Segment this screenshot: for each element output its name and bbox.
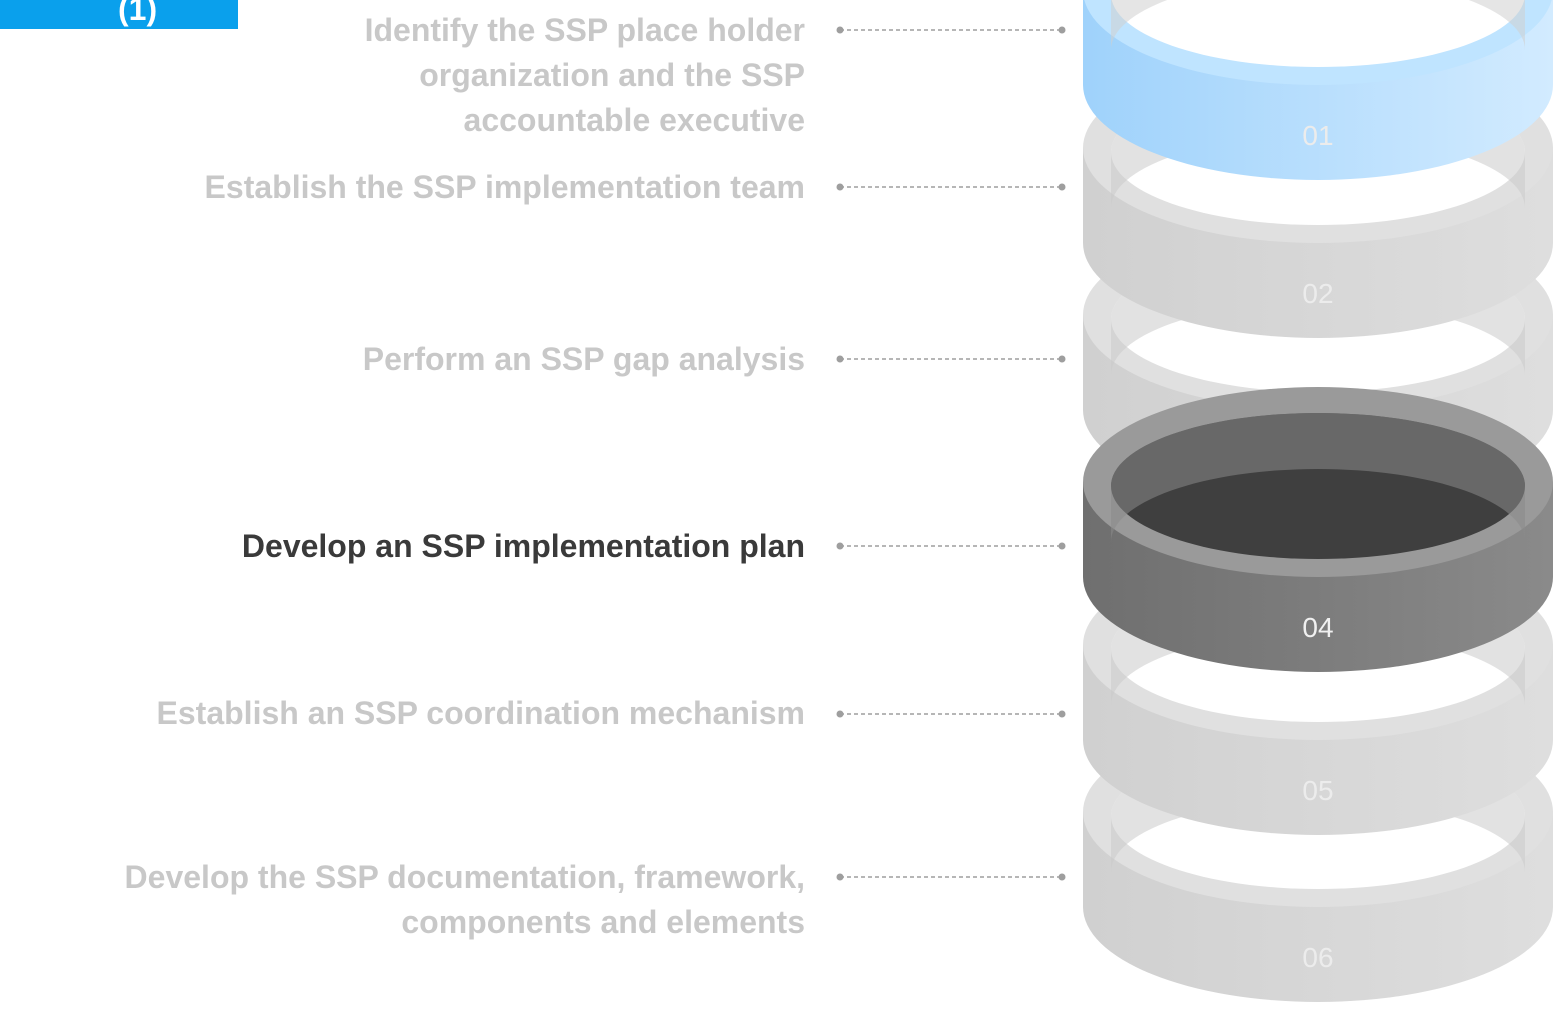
step-label-04: Develop an SSP implementation plan [241,528,805,564]
section-tag: (1) [0,0,238,29]
ring-number: 01 [1302,120,1333,151]
step-label-03: Perform an SSP gap analysis [362,341,805,377]
ring-inner-wall [1111,413,1525,542]
connector-02 [836,183,1066,191]
ring-01: 01 [1083,0,1553,180]
step-label-05: Establish an SSP coordination mechanism [156,695,805,731]
ring-number: 04 [1302,612,1333,643]
step-label-02: Establish the SSP implementation team [204,169,805,205]
ring-number: 06 [1302,942,1333,973]
ring-number: 02 [1302,278,1333,309]
connector-04 [836,542,1066,550]
step-label-01: Identify the SSP place holder organizati… [364,12,805,138]
connector-05 [836,710,1066,718]
ring-hole [1111,0,1525,67]
step-label-06: Develop the SSP documentation, framework… [124,859,805,940]
connector-06 [836,873,1066,881]
connector-03 [836,355,1066,363]
ring-inner-wall [1111,0,1525,50]
ring-number: 05 [1302,775,1333,806]
ring-stack: 060503020104 [1083,0,1553,1002]
section-tag-text: (1) [118,0,158,27]
connector-01 [836,26,1066,34]
ring-04: 04 [1083,387,1553,672]
